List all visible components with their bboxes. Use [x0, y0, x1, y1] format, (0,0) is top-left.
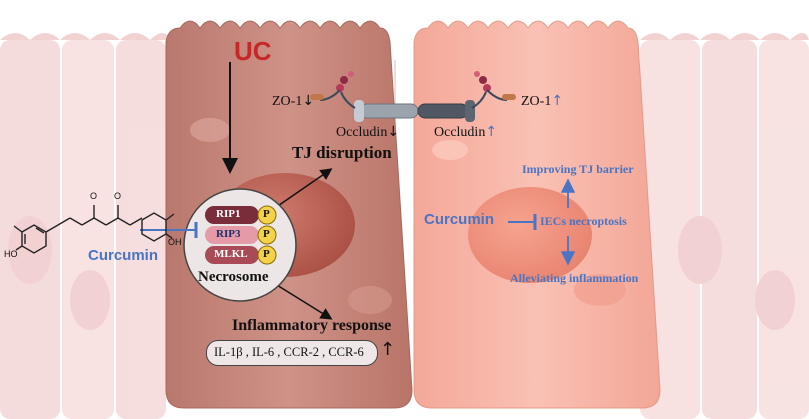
zo1-left-label: ZO-1↓ — [272, 93, 315, 109]
occludin-right-label: Occludin↑ — [434, 124, 498, 140]
molecule-atom-ho: HO — [4, 249, 18, 259]
curcumin-left-label: Curcumin — [88, 247, 159, 264]
necrosome-item-rip3: RIP3 — [216, 228, 241, 240]
cytokines-label: IL-1β , IL-6 , CCR-2 , CCR-6 — [214, 345, 364, 359]
inflammatory-arrow — [271, 281, 333, 320]
inflammatory-response-label: Inflammatory response — [232, 317, 392, 334]
tight-junction — [310, 71, 516, 122]
tj-disruption-arrow — [271, 168, 333, 211]
molecule-atom-o2: O — [114, 191, 122, 201]
molecule-atom-oh: OH — [168, 237, 182, 247]
molecule-atom-o1: O — [90, 191, 98, 201]
necrosome-item-mlkl: MLKL — [214, 248, 248, 260]
cytokines-box — [206, 340, 378, 366]
necrosome-item-rip1: RIP1 — [216, 208, 241, 220]
necrosome-circle — [183, 188, 297, 302]
curcumin-right-label: Curcumin — [424, 211, 495, 228]
zo1-right-label: ZO-1↑ — [521, 93, 564, 109]
up-arrow-icon: ↑ — [551, 93, 564, 109]
phospho-label-3: P — [263, 248, 270, 260]
up-arrow-icon: ↑ — [485, 124, 498, 140]
phospho-label-1: P — [263, 208, 270, 220]
down-arrow-icon: ↓ — [302, 93, 315, 109]
down-arrow-icon: ↓ — [387, 124, 400, 140]
improving-tj-label: Improving TJ barrier — [522, 162, 634, 176]
up-arrow-icon: ↑ — [380, 339, 396, 360]
uc-label: UC — [234, 36, 272, 66]
background-cells — [0, 33, 809, 419]
iecs-necroptosis-label: IECs necroptosis — [540, 214, 627, 228]
phospho-label-2: P — [263, 228, 270, 240]
alleviating-inflammation-label: Alleviating inflammation — [510, 271, 639, 285]
tj-disruption-label: TJ disruption — [292, 143, 392, 162]
right-nucleus — [468, 187, 592, 283]
occludin-left-label: Occludin↓ — [336, 124, 400, 140]
curcumin-molecule — [13, 205, 175, 254]
necrosome-title: Necrosome — [198, 269, 269, 285]
